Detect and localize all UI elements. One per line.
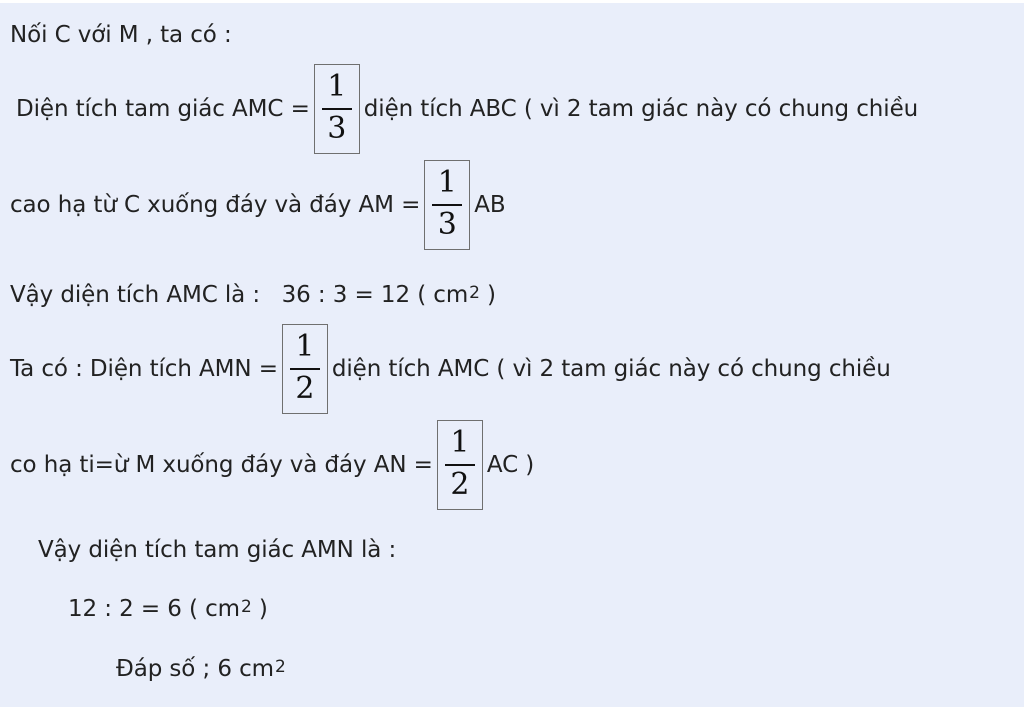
line-text-after: AB (474, 192, 506, 218)
line-text-after: ) (479, 282, 496, 308)
fraction-numerator: 1 (450, 425, 470, 460)
text-line-amn-area: Ta có : Diện tích AMN = 1 2 diện tích AM… (10, 321, 891, 417)
line-text-before: Ta có : Diện tích AMN = (10, 356, 278, 382)
fraction-denominator: 3 (437, 207, 457, 242)
text-line-height-am: cao hạ từ C xuống đáy và đáy AM = 1 3 AB (10, 157, 506, 253)
line-text-before: Diện tích tam giác AMC = (16, 96, 310, 122)
fraction-denominator: 2 (295, 371, 315, 406)
text-line-intro: Nối C với M , ta có : (10, 21, 232, 49)
line-text-after: diện tích AMC ( vì 2 tam giác này có chu… (331, 356, 891, 382)
text-line-height-an: co hạ ti=ừ M xuống đáy và đáy AN = 1 2 A… (10, 417, 534, 513)
line-text: Vậy diện tích tam giác AMN là : (38, 537, 397, 563)
superscript-exponent: 2 (240, 597, 252, 617)
fraction-numerator: 1 (295, 329, 315, 364)
fraction-denominator: 3 (327, 111, 347, 146)
fraction-box: 1 3 (424, 160, 471, 250)
fraction-bar (432, 204, 463, 206)
fraction-denominator: 2 (450, 467, 470, 502)
fraction-bar (289, 368, 320, 370)
line-text-before: cao hạ từ C xuống đáy và đáy AM = (10, 192, 421, 218)
line-text: Nối C với M , ta có : (10, 22, 232, 48)
text-line-amn-heading: Vậy diện tích tam giác AMN là : (38, 536, 396, 564)
fraction-bar (321, 108, 352, 110)
text-line-amc-result: Vậy diện tích AMC là : 36 : 3 = 12 ( cm … (10, 281, 496, 309)
fraction-numerator: 1 (327, 69, 347, 104)
line-text-after: diện tích ABC ( vì 2 tam giác này có chu… (363, 96, 919, 122)
line-text-before: Đáp số ; 6 cm (116, 656, 274, 682)
line-text-before: Vậy diện tích AMC là : 36 : 3 = 12 ( cm (10, 282, 469, 308)
line-text-after: AC ) (486, 452, 535, 478)
fraction-box: 1 2 (281, 324, 328, 414)
line-text-before: co hạ ti=ừ M xuống đáy và đáy AN = (10, 452, 433, 478)
answer-panel: Nối C với M , ta có : Diện tích tam giác… (0, 3, 1024, 707)
fraction-numerator: 1 (437, 165, 457, 200)
fraction-box: 1 2 (436, 420, 483, 510)
text-line-amn-result: 12 : 2 = 6 ( cm 2 ) (68, 595, 268, 623)
text-line-final-answer: Đáp số ; 6 cm 2 (116, 655, 286, 683)
line-text-before: 12 : 2 = 6 ( cm (68, 596, 240, 622)
superscript-exponent: 2 (469, 283, 480, 303)
fraction-box: 1 3 (313, 64, 360, 154)
text-line-amc-area: Diện tích tam giác AMC = 1 3 diện tích A… (16, 61, 918, 157)
fraction-bar (444, 464, 475, 466)
superscript-exponent: 2 (274, 657, 286, 677)
line-text-after: ) (251, 596, 268, 622)
